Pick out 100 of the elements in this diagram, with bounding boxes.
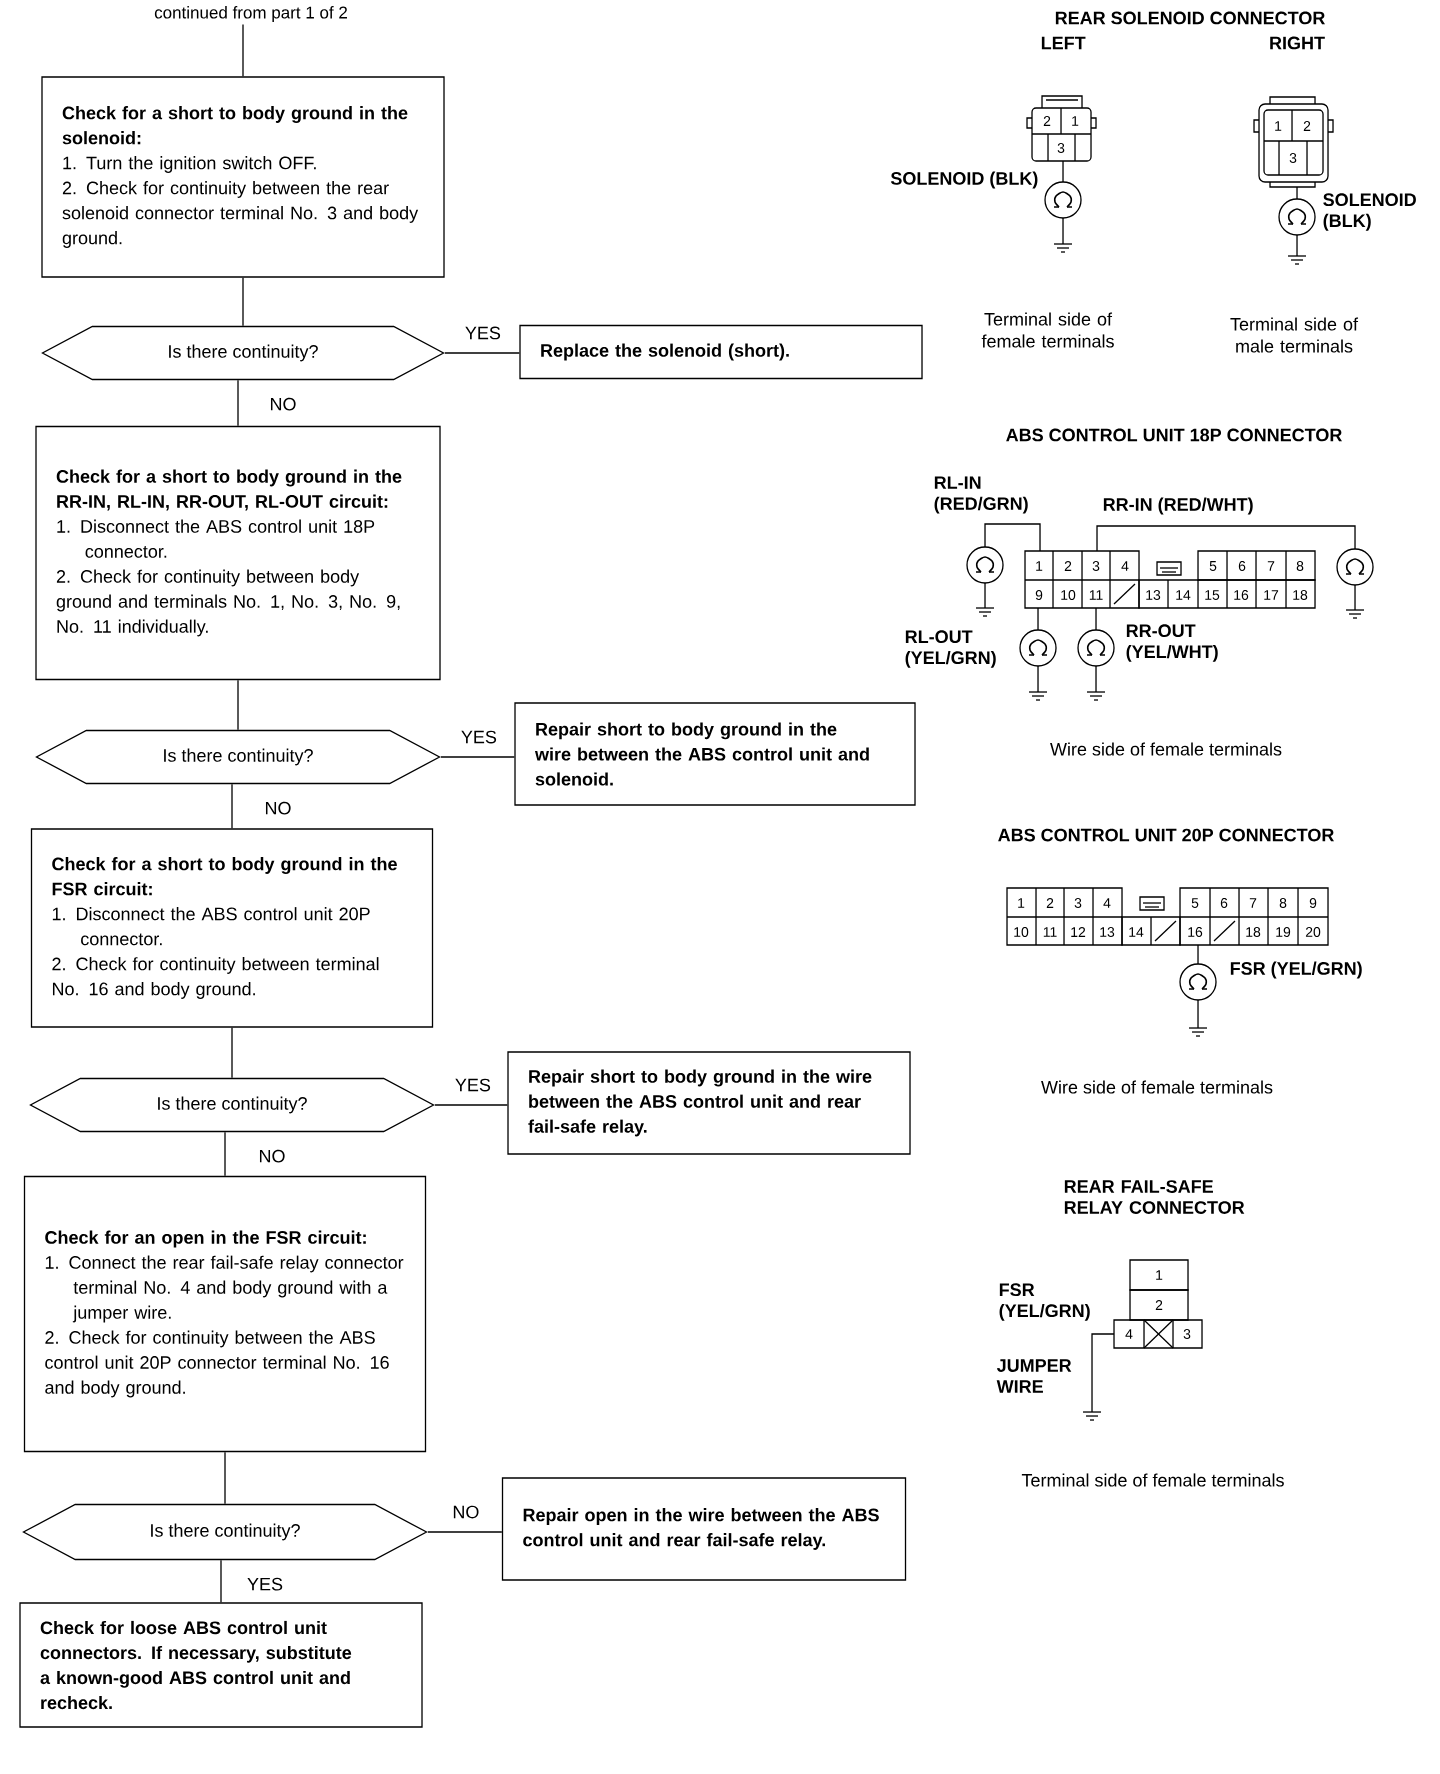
result-box: Repair short to body ground in the wire between the ABS control unit and rear fail-safe relay. <box>507 1051 911 1155</box>
decision-box: Is there continuity? <box>41 325 445 381</box>
terminal-number: 19 <box>1276 927 1291 937</box>
terminal-number: 18 <box>1246 927 1261 937</box>
terminal-number: 16 <box>1188 927 1203 937</box>
heading-label: REAR SOLENOID CONNECTOR <box>1055 11 1325 25</box>
terminal-number: 12 <box>1071 927 1086 937</box>
edge-label: NO <box>450 1503 482 1521</box>
heading-label: RIGHT <box>1270 36 1325 50</box>
flow-line <box>434 1104 508 1106</box>
terminal-number: 1 <box>1072 116 1079 126</box>
terminal-number: 10 <box>1014 927 1029 937</box>
terminal-number: 1 <box>1275 121 1282 131</box>
terminal-number: 3 <box>1183 1329 1191 1339</box>
flow-line <box>440 756 515 758</box>
terminal-number: 3 <box>1092 561 1100 571</box>
edge-label: YES <box>245 1575 285 1593</box>
terminal-number: 16 <box>1234 590 1249 600</box>
process-box: Check for a short to body ground in the FSR circuit: 1. Disconnect the ABS control unit 20P connector. 2. Check for continuity between terminal No. 16 and body ground. <box>30 828 434 1028</box>
view-caption: Terminal side of male terminals <box>1230 317 1359 353</box>
result-box: Replace the solenoid (short). <box>519 324 923 380</box>
terminal-number: 1 <box>1036 561 1043 571</box>
wire-label: RR-OUT (YEL/WHT) <box>1126 624 1218 662</box>
decision-box: Is there continuity? <box>22 1503 428 1561</box>
terminal-number: 1 <box>1018 898 1025 908</box>
flow-line <box>237 679 239 731</box>
process-box: Check for a short to body ground in the solenoid: 1. Turn the ignition switch OFF. 2. Check for continuity between the rear solenoid connector terminal No. 3 and body ground. <box>41 76 445 278</box>
heading-label: ABS CONTROL UNIT 18P CONNECTOR <box>1006 428 1342 442</box>
view-caption: Terminal side of female terminals <box>981 312 1114 348</box>
decision-box: Is there continuity? <box>29 1077 435 1133</box>
terminal-number: 5 <box>1209 561 1217 571</box>
terminal-number: 3 <box>1074 898 1082 908</box>
terminal-number: 15 <box>1205 590 1220 600</box>
terminal-number: 11 <box>1043 927 1057 937</box>
view-caption: Terminal side of female terminals <box>1021 1473 1284 1487</box>
wire-label: SOLENOID (BLK) <box>890 171 1038 189</box>
process-box: Check for a short to body ground in the RR-IN, RL-IN, RR-OUT, RL-OUT circuit: 1. Disconnect the ABS control unit 18P connector. 2. Check for continuity between body ground and terminals No. 1, No. 3, No. 9, No. 11 individually. <box>35 425 441 681</box>
terminal-number: 5 <box>1191 898 1199 908</box>
flow-line <box>224 1131 226 1177</box>
wire-label: RL-OUT (YEL/GRN) <box>905 630 996 668</box>
wire-label: RL-IN (RED/GRN) <box>934 476 1028 514</box>
terminal-number: 4 <box>1103 898 1111 908</box>
terminal-number: 4 <box>1121 561 1129 571</box>
flow-line <box>231 1027 233 1079</box>
result-box: Repair open in the wire between the ABS control unit and rear fail-safe relay. <box>501 1477 907 1581</box>
heading-label: ABS CONTROL UNIT 20P CONNECTOR <box>998 828 1334 842</box>
wire-label: FSR (YEL/GRN) <box>999 1283 1090 1321</box>
heading-label: REAR FAIL-SAFE RELAY CONNECTOR <box>1064 1180 1245 1214</box>
flow-line <box>242 277 244 327</box>
terminal-number: 18 <box>1293 590 1308 600</box>
terminal-number: 6 <box>1220 898 1228 908</box>
terminal-number: 9 <box>1035 590 1043 600</box>
view-caption: Wire side of female terminals <box>1041 1080 1273 1094</box>
decision-box: Is there continuity? <box>35 729 441 785</box>
result-box: Check for loose ABS control unit connectors. If necessary, substitute a known-good ABS control unit and recheck. <box>19 1602 423 1728</box>
terminal-number: 3 <box>1057 143 1065 153</box>
edge-label: YES <box>452 1076 493 1094</box>
flow-line <box>242 23 244 77</box>
terminal-number: 3 <box>1289 153 1297 163</box>
flow-line <box>224 1451 226 1505</box>
result-box: Repair short to body ground in the wire between the ABS control unit and solenoid. <box>514 702 916 806</box>
view-caption: Wire side of female terminals <box>1050 742 1282 756</box>
terminal-number: 2 <box>1155 1300 1163 1310</box>
terminal-number: 2 <box>1043 116 1051 126</box>
wire-label: JUMPER WIRE <box>996 1359 1072 1393</box>
wire-label: SOLENOID (BLK) <box>1323 193 1416 231</box>
terminal-number: 11 <box>1089 590 1103 600</box>
terminal-number: 9 <box>1309 898 1317 908</box>
terminal-number: 14 <box>1129 927 1144 937</box>
terminal-number: 6 <box>1238 561 1246 571</box>
terminal-number: 7 <box>1249 898 1257 908</box>
terminal-number: 4 <box>1125 1329 1133 1339</box>
terminal-number: 8 <box>1296 561 1304 571</box>
continuation-note: continued from part 1 of 2 <box>154 6 347 22</box>
flow-line <box>237 379 239 427</box>
wire-label: FSR (YEL/GRN) <box>1230 961 1362 979</box>
terminal-number: 20 <box>1305 927 1321 937</box>
terminal-number: 2 <box>1064 561 1072 571</box>
terminal-number: 1 <box>1156 1270 1163 1280</box>
terminal-number: 13 <box>1146 590 1161 600</box>
edge-label: YES <box>462 324 503 342</box>
flow-line <box>427 1531 503 1533</box>
terminal-number: 2 <box>1303 121 1311 131</box>
terminal-number: 17 <box>1264 590 1279 600</box>
edge-label: NO <box>262 799 294 817</box>
terminal-number: 8 <box>1279 898 1287 908</box>
flow-line <box>444 352 520 354</box>
flow-line <box>231 783 233 829</box>
terminal-number: 10 <box>1061 590 1076 600</box>
heading-label: LEFT <box>1041 36 1086 50</box>
edge-label: YES <box>458 728 499 746</box>
terminal-number: 14 <box>1176 590 1191 600</box>
edge-label: NO <box>267 395 299 413</box>
process-box: Check for an open in the FSR circuit: 1. Connect the rear fail-safe relay connector terminal No. 4 and body ground with a jumper wire. 2. Check for continuity between the ABS control unit 20P connector terminal No. 16 and body ground. <box>23 1175 427 1453</box>
edge-label: NO <box>256 1147 288 1165</box>
flow-line <box>220 1559 222 1603</box>
terminal-number: 2 <box>1046 898 1054 908</box>
terminal-number: 7 <box>1267 561 1275 571</box>
wire-label: RR-IN (RED/WHT) <box>1103 497 1253 515</box>
terminal-number: 13 <box>1100 927 1115 937</box>
